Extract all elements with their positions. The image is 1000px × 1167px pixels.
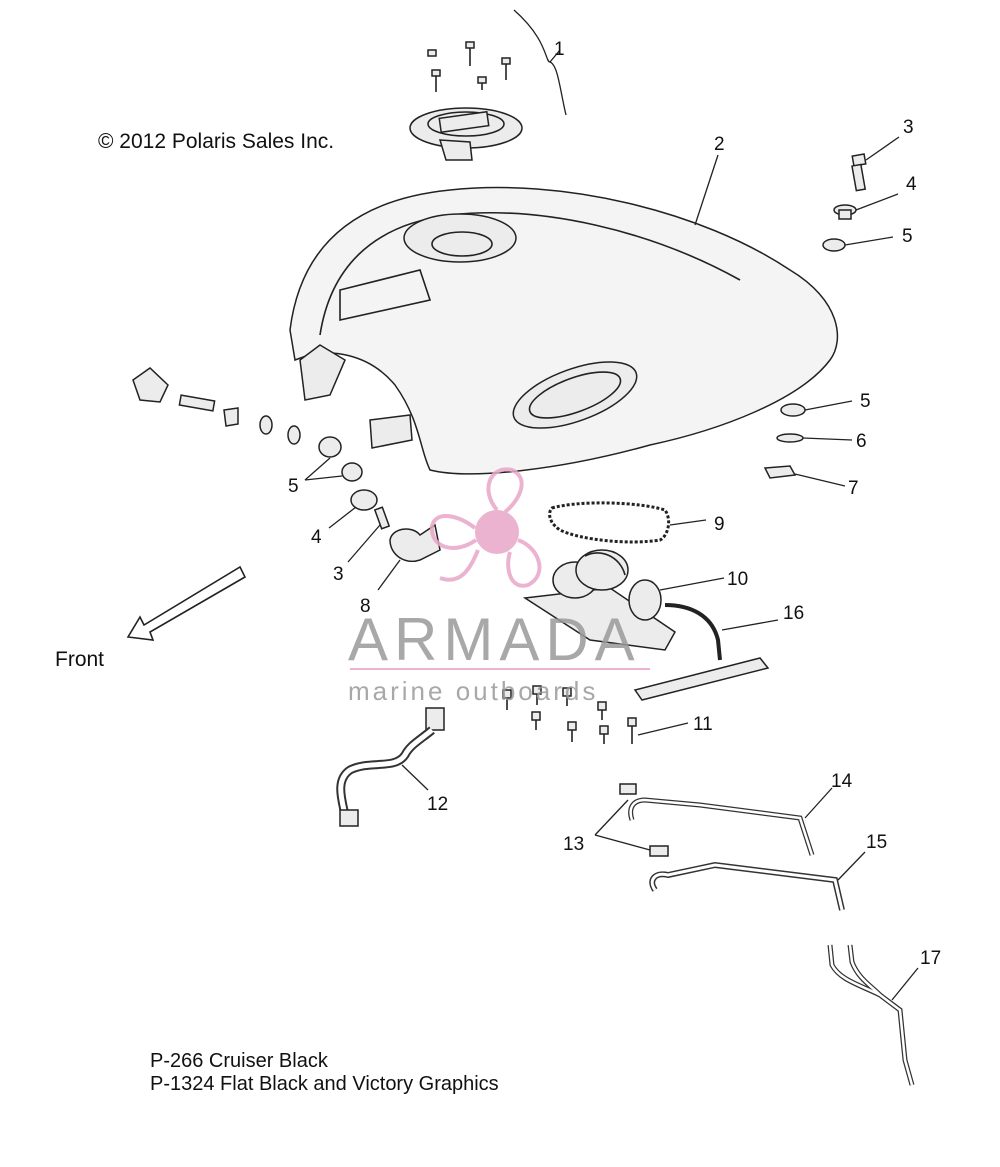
callout-5-left: 5 [288, 476, 299, 497]
part-harness-16 [633, 603, 779, 701]
callout-15: 15 [866, 832, 887, 853]
callout-4-left: 4 [311, 527, 322, 548]
part-washer-6 [776, 433, 853, 443]
callout-2: 2 [714, 134, 725, 155]
part-spacer-4-left [328, 489, 378, 529]
watermark-tagline: marine outboards [348, 676, 598, 706]
part-grommet-5-right-top [822, 236, 894, 252]
callout-4-right: 4 [906, 174, 917, 195]
callout-1: 1 [554, 39, 565, 60]
part-clip-7 [763, 465, 846, 487]
callout-8: 8 [360, 596, 371, 617]
part-hose-12 [336, 707, 445, 827]
part-fuel-tank [289, 154, 839, 475]
cap-screws [427, 41, 511, 92]
part-screws-11 [502, 685, 689, 744]
part-bracket-8 [377, 523, 441, 591]
part-y-hose-17 [827, 944, 919, 1086]
front-arrow [126, 565, 247, 641]
copyright-text: © 2012 Polaris Sales Inc. [98, 130, 334, 153]
part-fuel-cap [409, 9, 567, 161]
callout-12: 12 [427, 794, 448, 815]
propeller-logo [429, 467, 542, 588]
callout-labels: 1 2 3 4 5 5 6 7 9 10 16 11 12 13 14 15 1… [288, 39, 941, 969]
callout-3-left: 3 [333, 564, 344, 585]
callout-9: 9 [714, 514, 725, 535]
part-bolt-3-left [347, 506, 391, 563]
callout-14: 14 [831, 771, 853, 792]
callout-10: 10 [727, 569, 748, 590]
callout-7: 7 [848, 478, 859, 499]
callout-3-right: 3 [903, 117, 914, 138]
callout-5-right-mid: 5 [860, 391, 871, 412]
part-grommets-5-left [304, 436, 363, 482]
part-bolt-3-right [851, 136, 900, 192]
callout-5-right-top: 5 [902, 226, 913, 247]
watermark-brand: ARMADA [348, 606, 641, 673]
callout-6: 6 [856, 431, 867, 452]
part-vent-line-15 [649, 851, 866, 911]
callout-13: 13 [563, 834, 584, 855]
callout-11: 11 [693, 714, 713, 735]
part-fittings-13 [594, 783, 669, 857]
callout-17: 17 [920, 948, 941, 969]
part-fuel-pump-10 [522, 549, 725, 651]
footnote-cruiser-black: P-266 Cruiser Black [150, 1050, 329, 1072]
part-gasket-9 [548, 501, 707, 544]
front-label: Front [55, 648, 104, 671]
footnote-flat-black: P-1324 Flat Black and Victory Graphics [150, 1073, 499, 1095]
part-left-hardware [132, 367, 301, 445]
part-spacer-4-right [833, 193, 899, 220]
callout-16: 16 [783, 603, 804, 624]
part-grommet-5-right-mid [780, 400, 853, 417]
part-vent-line-14 [628, 787, 833, 856]
watermark: ARMADA marine outboards [348, 467, 650, 706]
